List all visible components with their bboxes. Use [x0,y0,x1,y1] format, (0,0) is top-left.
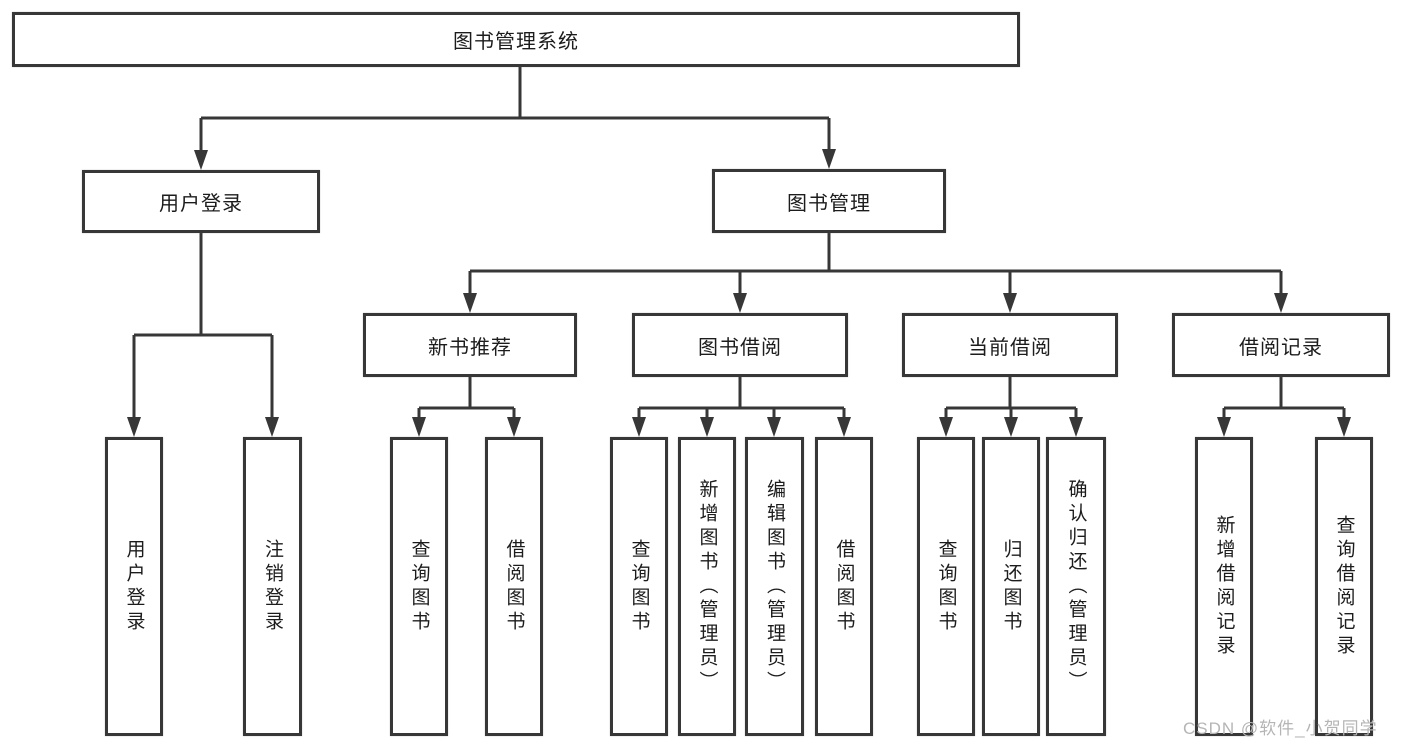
leaf-add-borrow-record: 新增借阅记录 [1195,437,1253,736]
leaf-edit-books-admin: 编辑图书（管理员） [745,437,804,736]
csdn-watermark: CSDN @软件_小贺同学 [1183,719,1378,738]
leaf-borrow-books-recommend: 借阅图书 [485,437,543,736]
leaf-borrow-books: 借阅图书 [815,437,873,736]
node-borrow-records: 借阅记录 [1172,313,1390,377]
node-user-login: 用户登录 [82,170,320,233]
node-new-book-recommend: 新书推荐 [363,313,577,377]
leaf-user-login: 用户登录 [105,437,163,736]
leaf-query-borrow-record: 查询借阅记录 [1315,437,1373,736]
node-library-management-system: 图书管理系统 [12,12,1020,67]
leaf-add-books-admin: 新增图书（管理员） [678,437,736,736]
leaf-return-books: 归还图书 [982,437,1040,736]
leaf-query-books-current: 查询图书 [917,437,975,736]
node-book-management: 图书管理 [712,169,946,233]
leaf-query-books-recommend: 查询图书 [390,437,448,736]
leaf-query-books-borrow: 查询图书 [610,437,668,736]
node-book-borrow: 图书借阅 [632,313,848,377]
leaf-logout: 注销登录 [243,437,302,736]
node-current-borrow: 当前借阅 [902,313,1118,377]
leaf-confirm-return-admin: 确认归还（管理员） [1046,437,1106,736]
